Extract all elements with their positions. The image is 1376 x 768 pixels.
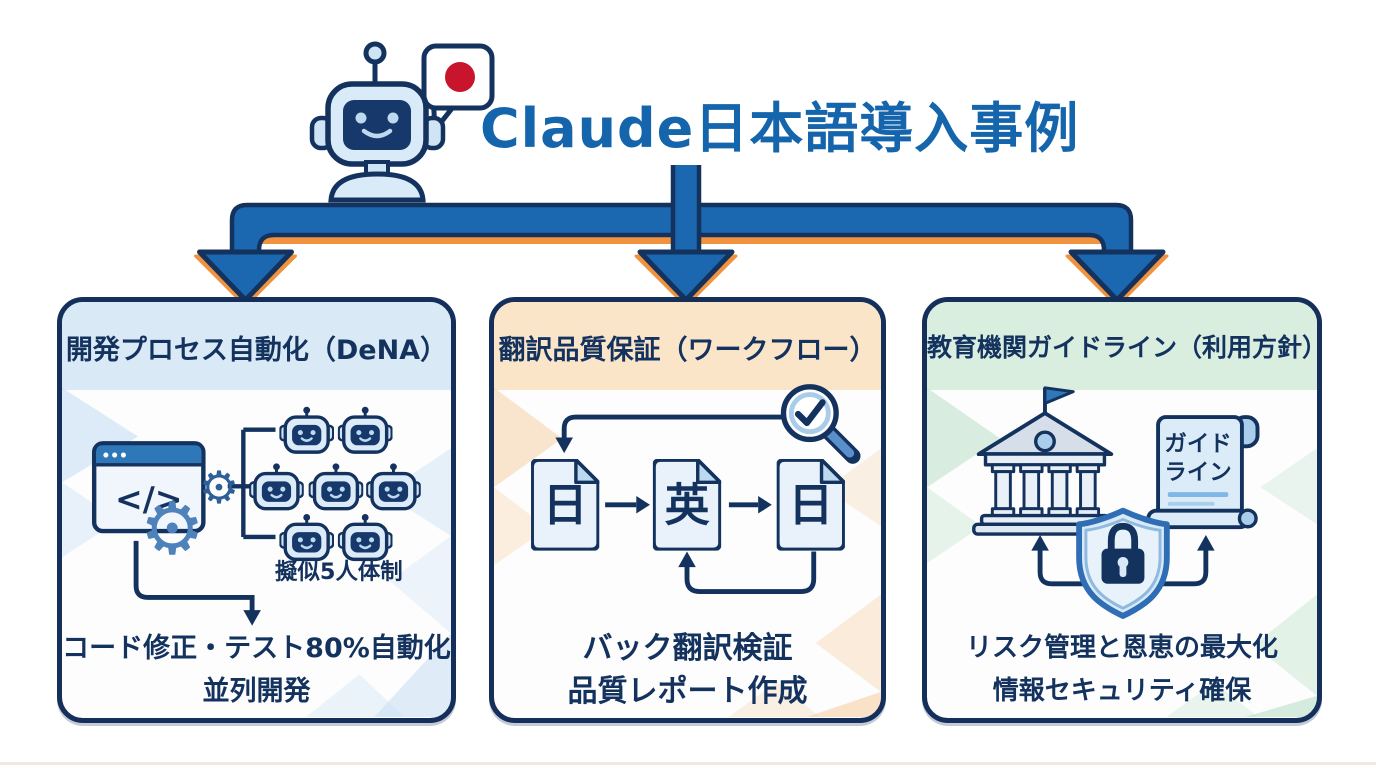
panel-translation-header: 翻訳品質保証（ワークフロー） — [498, 335, 877, 366]
magnifier-check-icon — [780, 384, 861, 464]
up-arrow-icon — [1162, 535, 1215, 587]
lowpoly-decoration-orange — [494, 387, 881, 718]
robot-eye-right — [387, 112, 399, 124]
panel-translation-illustration: 日 英 日 — [531, 384, 861, 594]
mini-robot-icon — [337, 512, 393, 562]
elbow-arrowhead — [243, 610, 261, 626]
up-arrow-icon — [1031, 535, 1083, 587]
mini-robot-icon — [337, 405, 393, 454]
panel-education-guidelines: 教育機関ガイドライン（利用方針） — [922, 297, 1322, 723]
robot-antenna-ball — [363, 41, 387, 65]
panel-education-result: リスク管理と恩恵の最大化 情報セキュリティ確保 — [927, 627, 1317, 713]
page-title: Claude日本語導入事例 — [480, 97, 1080, 160]
robot-smile — [361, 128, 393, 139]
gear-icon-large: ⚙ — [140, 488, 205, 572]
result-line: 品質レポート作成 — [567, 674, 808, 709]
gear-icon-small: ⚙ — [199, 461, 239, 514]
security-shield-lock-icon — [1076, 507, 1170, 619]
doc-label-ja: 日 — [543, 478, 588, 531]
bottom-edge-line — [0, 762, 1376, 765]
arrowhead-center — [637, 249, 735, 303]
mini-robot-icon — [279, 405, 334, 454]
panel-dev-result: コード修正・テスト80%自動化 並列開発 — [62, 627, 451, 713]
result-line: バック翻訳検証 — [582, 631, 793, 666]
scroll-label-line2: ライン — [1164, 459, 1231, 485]
check-elbow-arrowhead — [555, 437, 573, 454]
loop-arrowhead — [678, 551, 696, 568]
panel-education-illustration: ガイド ライン — [972, 386, 1260, 619]
lowpoly-decoration-green — [927, 387, 1317, 718]
scroll-label-line1: ガイド — [1164, 431, 1231, 457]
robot-shoulders — [328, 171, 426, 203]
team-label: 擬似5人体制 — [275, 558, 403, 585]
bracket-connector — [227, 427, 276, 540]
flow-stem-outline — [670, 165, 702, 263]
code-window-icon: </> — [91, 441, 206, 534]
panel-translation-qa: 翻訳品質保証（ワークフロー） 日 — [489, 297, 886, 723]
result-line: コード修正・テスト80%自動化 — [62, 633, 451, 664]
mini-robot-icon — [249, 461, 304, 511]
panel-dev-illustration: </> ⚙ ⚙ 擬似5人体制 — [91, 405, 421, 626]
lowpoly-decoration-blue — [62, 387, 451, 718]
robot-eye-left — [355, 112, 367, 124]
mini-robot-icon — [279, 512, 334, 562]
result-line: 情報セキュリティ確保 — [992, 676, 1252, 706]
check-elbow-line — [561, 414, 785, 439]
japan-flag-icon — [445, 62, 475, 92]
arrow-right-icon — [728, 495, 772, 514]
doc-label-ja2: 日 — [788, 478, 833, 531]
flow-arrow — [194, 165, 1169, 308]
code-symbol: </> — [115, 480, 183, 519]
guideline-scroll-icon: ガイド ライン — [1146, 415, 1260, 530]
result-line: リスク管理と恩恵の最大化 — [965, 633, 1278, 663]
panel-dev-automation: 開発プロセス自動化（DeNA） — [57, 297, 456, 723]
loop-arrow-icon — [684, 551, 817, 594]
panel-translation-result: バック翻訳検証 品質レポート作成 — [494, 627, 881, 713]
doc-label-en: 英 — [665, 478, 711, 531]
arrowhead-right — [1068, 249, 1166, 303]
arrow-right-icon — [605, 495, 650, 514]
flow-stem — [673, 165, 699, 265]
result-line: 並列開発 — [202, 676, 311, 707]
panel-education-header: 教育機関ガイドライン（利用方針） — [927, 333, 1322, 362]
mini-robot-icon — [366, 461, 421, 511]
mini-robot-icon — [308, 461, 364, 511]
elbow-arrow — [133, 540, 255, 613]
robot-face — [343, 100, 411, 150]
arrowhead-left — [197, 249, 294, 303]
institution-building-icon — [972, 386, 1118, 536]
panel-dev-header: 開発プロセス自動化（DeNA） — [65, 335, 448, 366]
robot-mascot-icon — [309, 41, 495, 203]
